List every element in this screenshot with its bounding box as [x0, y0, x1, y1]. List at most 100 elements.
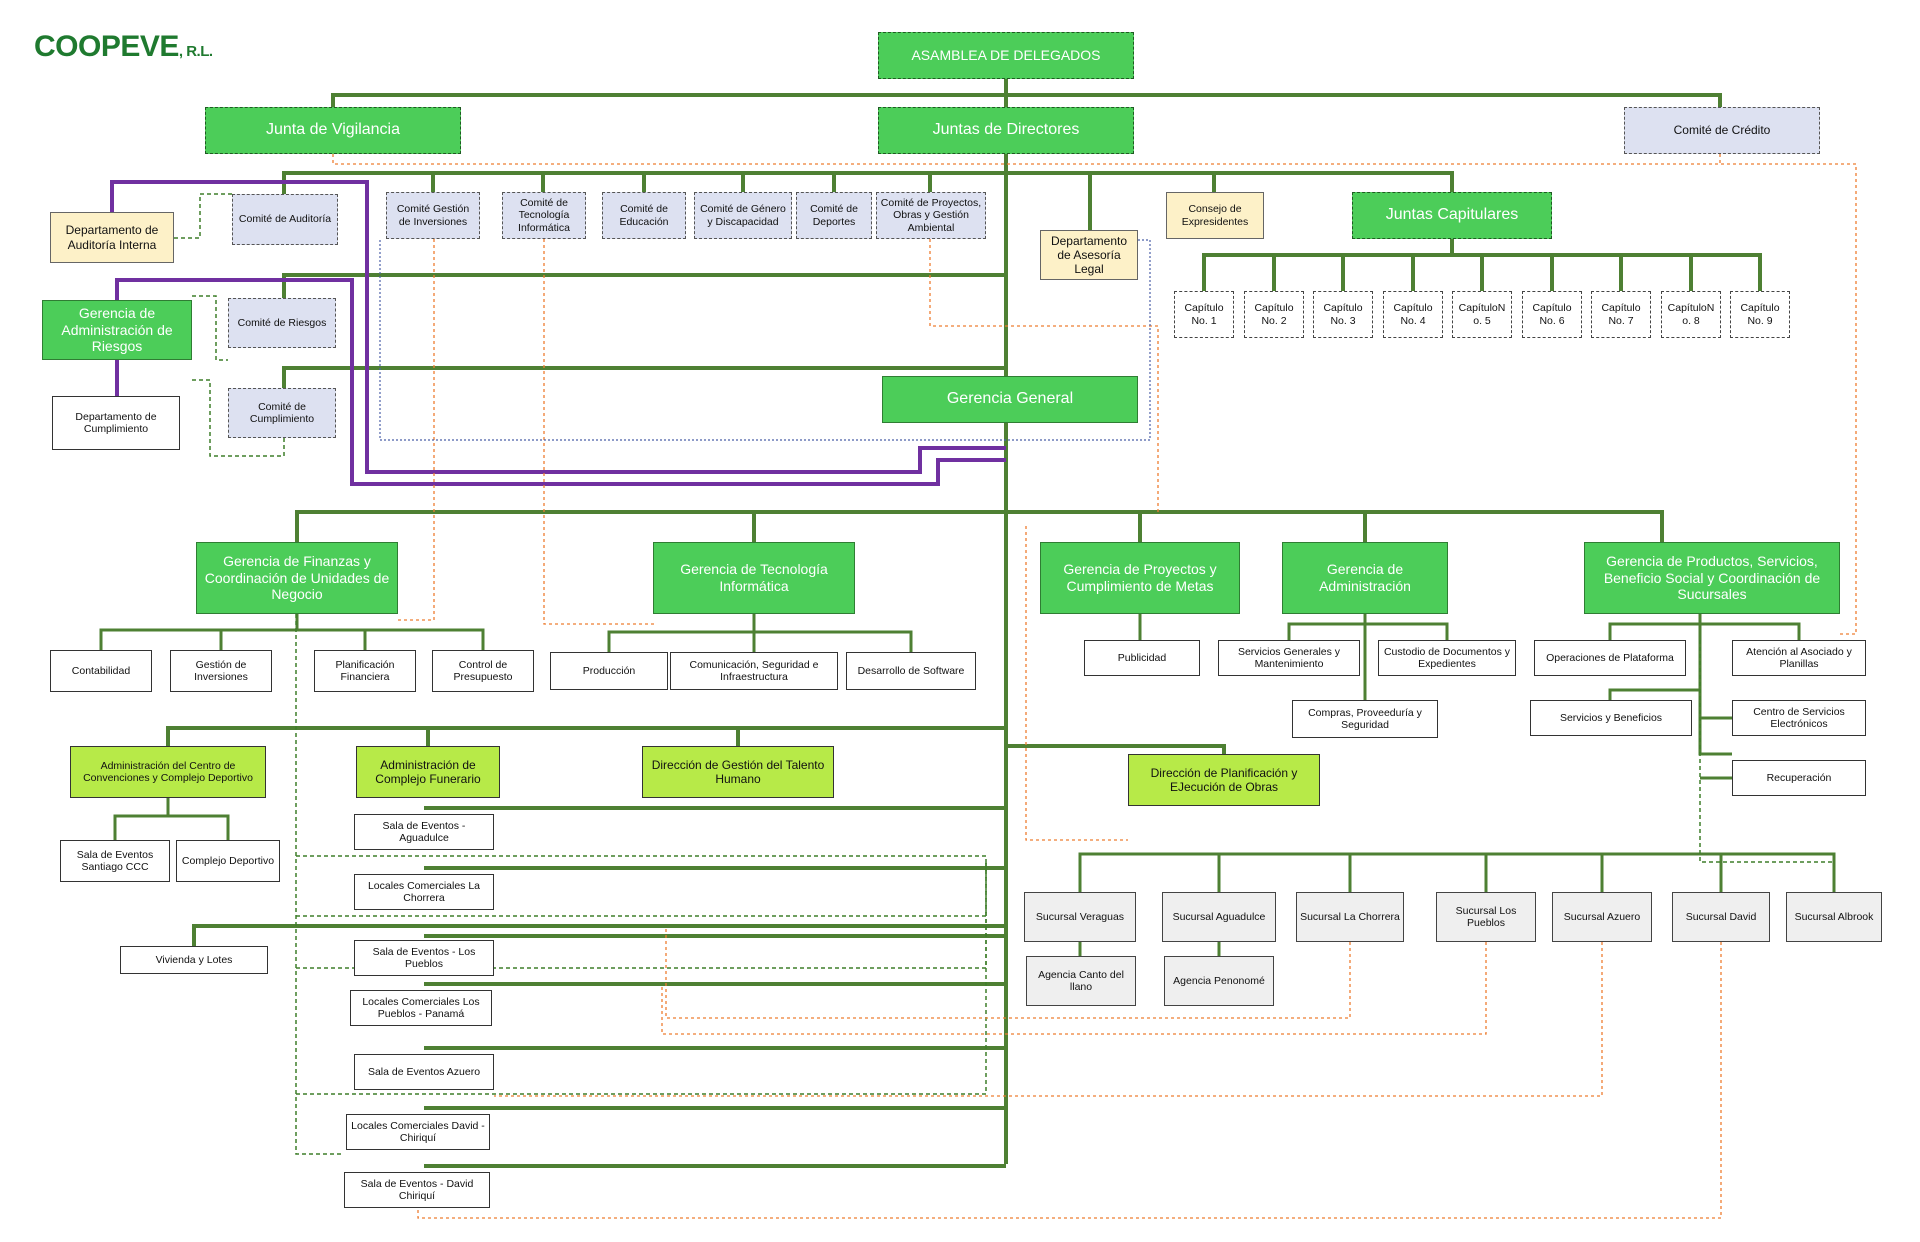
box-gerencia-riesgos[interactable]: Gerencia de Administración de Riesgos	[42, 300, 192, 360]
box-gerencia-tecnologia[interactable]: Gerencia de Tecnología Informática	[653, 542, 855, 614]
box-comite-educacion[interactable]: Comité de Educación	[602, 192, 686, 239]
box-desarrollo-software[interactable]: Desarrollo de Software	[846, 652, 976, 690]
box-sucursal-aguadulce[interactable]: Sucursal Aguadulce	[1162, 892, 1276, 942]
box-capitulo-6[interactable]: Capítulo No. 6	[1522, 291, 1582, 338]
box-capitulo-5[interactable]: CapítuloN o. 5	[1452, 291, 1512, 338]
dotted-cumplimiento	[192, 379, 285, 457]
dotted-sala	[296, 855, 987, 862]
box-gerencia-administracion[interactable]: Gerencia de Administración	[1282, 542, 1448, 614]
box-comunicacion[interactable]: Comunicación, Seguridad e Infraestructur…	[670, 652, 838, 690]
box-admin-complejo-funerario[interactable]: Administración de Complejo Funerario	[356, 746, 500, 798]
logo-name: COOPEVE	[34, 30, 179, 63]
box-direccion-planificacion[interactable]: Dirección de Planificación y EJecución d…	[1128, 754, 1320, 806]
orange-gestion-inv	[398, 239, 435, 621]
box-agencia-penonome[interactable]: Agencia Penonomé	[1164, 956, 1274, 1006]
orange-david	[417, 942, 1722, 1219]
box-gerencia-finanzas[interactable]: Gerencia de Finanzas y Coordinación de U…	[196, 542, 398, 614]
box-vivienda-lotes[interactable]: Vivienda y Lotes	[120, 946, 268, 974]
box-comite-credito[interactable]: Comité de Crédito	[1624, 107, 1820, 154]
box-sucursal-azuero[interactable]: Sucursal Azuero	[1552, 892, 1652, 942]
box-operaciones-plataforma[interactable]: Operaciones de Plataforma	[1534, 640, 1686, 676]
box-depto-cumplimiento[interactable]: Departamento de Cumplimiento	[52, 396, 180, 450]
finanzas-bar	[99, 628, 485, 650]
box-planificacion-financiera[interactable]: Planificación Financiera	[314, 650, 416, 692]
box-juntas-directores[interactable]: Juntas de Directores	[878, 107, 1134, 154]
box-comite-deportes[interactable]: Comité de Deportes	[796, 192, 872, 239]
box-sucursal-albrook[interactable]: Sucursal Albrook	[1786, 892, 1882, 942]
box-atencion-asociado[interactable]: Atención al Asociado y Planillas	[1732, 640, 1866, 676]
orange-planificacion	[1025, 526, 1128, 841]
box-sucursal-chorrera[interactable]: Sucursal La Chorrera	[1296, 892, 1404, 942]
box-juntas-capitulares[interactable]: Juntas Capitulares	[1352, 192, 1552, 239]
productos-bar	[1608, 622, 1801, 640]
box-comite-auditoria[interactable]: Comité de Auditoría	[232, 194, 338, 245]
box-sucursal-pueblos[interactable]: Sucursal Los Pueblos	[1436, 892, 1536, 942]
blue-asesoria	[379, 239, 1151, 441]
box-recuperacion[interactable]: Recuperación	[1732, 760, 1866, 796]
box-comite-cumplimiento[interactable]: Comité de Cumplimiento	[228, 388, 336, 438]
box-centro-servicios[interactable]: Centro de Servicios Electrónicos	[1732, 700, 1866, 736]
orange-pueblos	[661, 942, 1487, 1035]
box-locales-chorrera[interactable]: Locales Comerciales La Chorrera	[354, 874, 494, 910]
box-gerencia-proyectos[interactable]: Gerencia de Proyectos y Cumplimiento de …	[1040, 542, 1240, 614]
dotted-sala	[296, 862, 987, 1095]
dotted-finanzas	[295, 614, 344, 1155]
orange-vigilancia	[332, 154, 1857, 635]
box-contabilidad[interactable]: Contabilidad	[50, 650, 152, 692]
sucursales-bar	[1078, 852, 1836, 892]
box-sala-santiago[interactable]: Sala de Eventos Santiago CCC	[60, 840, 170, 882]
box-capitulo-2[interactable]: Capítulo No. 2	[1244, 291, 1304, 338]
box-sucursal-david[interactable]: Sucursal David	[1672, 892, 1770, 942]
box-locales-david[interactable]: Locales Comerciales David - Chiriquí	[346, 1114, 490, 1150]
box-capitulo-3[interactable]: Capítulo No. 3	[1313, 291, 1373, 338]
box-gestion-inversiones[interactable]: Gestión de Inversiones	[170, 650, 272, 692]
box-sala-pueblos[interactable]: Sala de Eventos - Los Pueblos	[354, 940, 494, 976]
purple-riesgos	[115, 278, 1006, 486]
box-produccion[interactable]: Producción	[550, 652, 668, 690]
box-compras[interactable]: Compras, Proveeduría y Seguridad	[1292, 700, 1438, 738]
dotted-auditoria	[174, 193, 232, 239]
box-comite-riesgos[interactable]: Comité de Riesgos	[228, 298, 336, 348]
box-consejo-expresidentes[interactable]: Consejo de Expresidentes	[1166, 192, 1264, 239]
planificacion-link	[1006, 744, 1226, 754]
box-junta-vigilancia[interactable]: Junta de Vigilancia	[205, 107, 461, 154]
box-publicidad[interactable]: Publicidad	[1084, 640, 1200, 676]
box-agencia-canto[interactable]: Agencia Canto del llano	[1026, 956, 1136, 1006]
box-servicios-generales[interactable]: Servicios Generales y Mantenimiento	[1218, 640, 1360, 676]
box-comite-genero[interactable]: Comité de Género y Discapacidad	[694, 192, 792, 239]
box-admin-centro-convenciones[interactable]: Administración del Centro de Convencione…	[70, 746, 266, 798]
box-custodio[interactable]: Custodio de Documentos y Expedientes	[1378, 640, 1516, 676]
box-capitulo-1[interactable]: Capítulo No. 1	[1174, 291, 1234, 338]
logo-suffix: , R.L.	[178, 43, 213, 60]
box-complejo-deportivo[interactable]: Complejo Deportivo	[176, 840, 280, 882]
box-locales-pueblos[interactable]: Locales Comerciales Los Pueblos - Panamá	[350, 990, 492, 1026]
box-depto-asesoria[interactable]: Departamento de Asesoría Legal	[1040, 230, 1138, 280]
productos-stem	[1698, 614, 1732, 756]
box-depto-auditoria[interactable]: Departamento de Auditoría Interna	[50, 212, 174, 263]
riesgos-bar	[282, 273, 1006, 298]
cumplimiento-bar	[282, 366, 1006, 388]
box-sucursal-veraguas[interactable]: Sucursal Veraguas	[1024, 892, 1136, 942]
box-asamblea[interactable]: ASAMBLEA DE DELEGADOS	[878, 32, 1134, 79]
orange-proyectos	[929, 239, 1159, 512]
box-direccion-talento[interactable]: Dirección de Gestión del Talento Humano	[642, 746, 834, 798]
box-gerencia-productos[interactable]: Gerencia de Productos, Servicios, Benefi…	[1584, 542, 1840, 614]
box-capitulo-4[interactable]: Capítulo No. 4	[1383, 291, 1443, 338]
box-sala-david[interactable]: Sala de Eventos - David Chiriquí	[344, 1172, 490, 1208]
orange-chorrera	[665, 926, 1351, 1019]
box-servicios-beneficios[interactable]: Servicios y Beneficios	[1530, 700, 1692, 736]
box-capitulo-7[interactable]: Capítulo No. 7	[1591, 291, 1651, 338]
box-comite-proyectos[interactable]: Comité de Proyectos, Obras y Gestión Amb…	[876, 192, 986, 239]
box-comite-tecnologia[interactable]: Comité de Tecnología Informática	[502, 192, 586, 239]
box-capitulo-8[interactable]: CapítuloN o. 8	[1661, 291, 1721, 338]
box-comite-gestion-inversiones[interactable]: Comité Gestión de Inversiones	[386, 192, 480, 239]
box-sala-azuero[interactable]: Sala de Eventos Azuero	[354, 1054, 494, 1090]
purple-auditoria	[110, 180, 1006, 474]
committees-bar	[282, 171, 1454, 194]
box-sala-aguadulce[interactable]: Sala de Eventos - Aguadulce	[354, 814, 494, 850]
box-capitulo-9[interactable]: Capítulo No. 9	[1730, 291, 1790, 338]
productos-sb	[1608, 688, 1700, 700]
box-gerencia-general[interactable]: Gerencia General	[882, 376, 1138, 423]
box-control-presupuesto[interactable]: Control de Presupuesto	[432, 650, 534, 692]
convenciones-bar	[113, 814, 230, 840]
